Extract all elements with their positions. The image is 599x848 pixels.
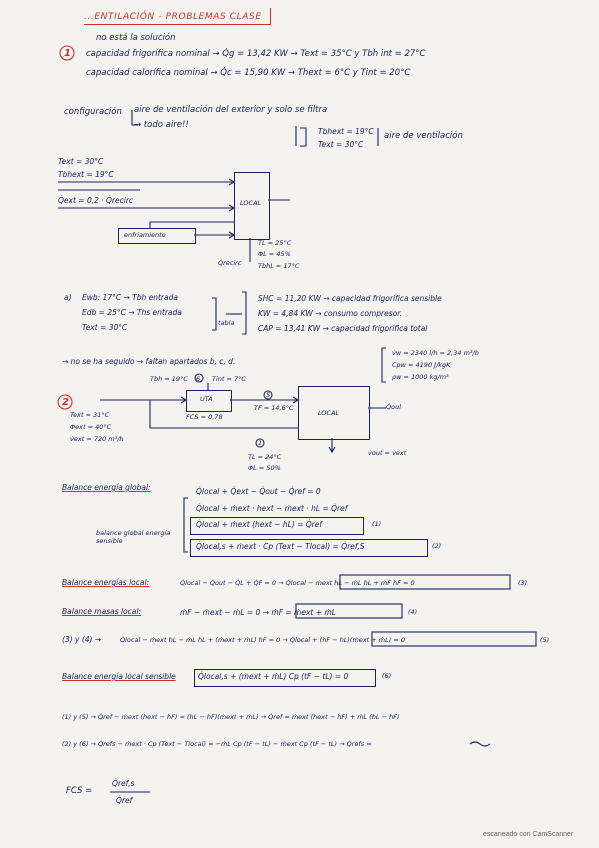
bal-global-eq3-num: (1) — [372, 520, 382, 528]
d1-qrecirc: Q̇recirc — [218, 259, 242, 267]
p2-uta: UTA — [200, 395, 213, 403]
enfriamiento-box — [118, 228, 196, 244]
bal-comb-eq-num: (5) — [540, 636, 550, 644]
note-text: → no se ha seguido → faltan apartados b,… — [62, 357, 236, 366]
pa-cap: CAP = 13,41 KW → capacidad frigorífica t… — [258, 324, 428, 333]
pa-text: Text = 30°C — [82, 323, 128, 332]
bal-sens-local-eq-num: (6) — [382, 672, 392, 680]
d1-enfriamiento: enfriamiento — [124, 231, 166, 239]
bal-sens-local-eq: Q̇local,s + (ṁext + ṁL) Cp (tF − tL) = 0 — [198, 672, 349, 681]
bal-global-eq2: Q̇local + ṁext · hext − ṁext · hL = Q̇re… — [196, 504, 348, 513]
pa-ewb: Ewb: 17°C → Tbh entrada — [82, 293, 178, 302]
page-title: ...ENTILACIÓN - PROBLEMAS CLASE — [84, 12, 262, 22]
pa-tabla: tabla — [218, 319, 235, 327]
bal-masas-eq-num: (4) — [408, 608, 418, 616]
p2-circle1: 1 — [258, 439, 263, 447]
pa-kw: KW = 4,84 KW → consumo compresor. — [258, 309, 403, 318]
eq3-box — [190, 517, 364, 535]
todo-aire: → todo aire!! — [134, 120, 189, 130]
p2-number: 2 — [62, 397, 69, 408]
bal-global-eq4-num: (2) — [432, 542, 442, 550]
d1-tbhl: TbhL = 17°C — [258, 262, 300, 270]
p2-tl: TL = 24°C — [248, 453, 282, 461]
pa-shc: SHC = 11,20 KW → capacidad frigorífica s… — [258, 294, 442, 303]
d1-tbh: Tbhext = 19°C — [58, 170, 114, 179]
fcs-num: Q̇ref,s — [112, 779, 135, 788]
eq4-box — [190, 539, 428, 557]
eq6-box — [194, 669, 376, 687]
d1-tl: TL = 25°C — [258, 239, 292, 247]
note-rho: ρw = 1000 kg/m³ — [392, 373, 449, 381]
title-box — [84, 8, 271, 25]
bal-local-eq: Q̇local − Q̇out − Q̇L + Q̇F = 0 → Q̇loca… — [180, 579, 415, 587]
ext-cond1: Tbhext = 19°C — [318, 127, 374, 136]
local-box — [234, 172, 270, 240]
bal-local-eq-num: (3) — [518, 579, 528, 587]
bal-comb-label: (3) y (4) → — [62, 635, 102, 644]
p2-circle6: 6 — [196, 375, 201, 383]
p2-phil: ΦL = 50% — [248, 464, 281, 472]
fcs-den: Q̇ref — [116, 796, 133, 805]
p1-line2: capacidad calorífica nominal → Q̇c = 15,… — [86, 68, 411, 78]
p1-line0: no está la solución — [96, 33, 176, 43]
bal-global-label: Balance energía global: — [62, 483, 151, 492]
p2-circle5: 5 — [266, 391, 271, 399]
fcs-label: FCS = — [66, 786, 93, 796]
p2-text: Text = 31°C — [70, 411, 110, 419]
d1-qext: Q̇ext = 0,2 · Q̇recirc — [58, 196, 134, 205]
pa-label: a) — [64, 293, 72, 302]
p2-tint: Tint = 7°C — [212, 375, 246, 383]
p2-vext: v̇ext = 720 m³/h — [70, 435, 124, 443]
ext-cond2: Text = 30°C — [318, 140, 364, 149]
local2-box — [298, 386, 370, 440]
p2-fcs: FCS = 0,78 — [186, 413, 223, 421]
bal-comb-eq: Q̇local − ṁext hL − ṁL hL + (ṁext + ṁL) … — [120, 636, 405, 644]
bal-local-label: Balance energías local: — [62, 578, 150, 587]
p2-local: LOCAL — [318, 409, 340, 417]
d1-phi: ΦL = 45% — [258, 250, 291, 258]
bal-masas-eq: ṁF − ṁext − ṁL = 0 → ṁF = ṁext + ṁL — [180, 608, 336, 617]
bal-global-eq4: Q̇local,s + ṁext · Cp (Text − Tlocal) = … — [196, 542, 365, 551]
d1-local: LOCAL — [240, 199, 262, 207]
p1-line1: capacidad frigorífica nominal → Q̇g = 13… — [86, 49, 426, 59]
pa-edb: Edb = 25°C → Ths entrada — [82, 308, 182, 317]
eq-2-6: (2) y (6) → Q̇refs − ṁext · Cp (Text − T… — [62, 740, 372, 748]
scanner-footer: escaneado con CamScanner — [483, 831, 574, 838]
bal-masas-label: Balance masas local: — [62, 607, 141, 616]
p2-qoul: Q̇oul — [386, 403, 402, 411]
note-cpw: Cpw = 4190 J/kgK — [392, 361, 451, 369]
p1-number: 1 — [64, 48, 71, 59]
bal-global-eq3: Q̇local + ṁext (hext − hL) = Q̇ref — [196, 520, 322, 529]
bal-global-eq1: Q̇local + Q̇ext − Q̇out − Q̇ref = 0 — [196, 487, 321, 496]
ext-cond-note: aire de ventilación — [384, 131, 463, 141]
p2-phi: Φext = 40°C — [70, 423, 112, 431]
d1-text: Text = 30°C — [58, 157, 104, 166]
p2-vout: v̇out = v̇ext — [368, 449, 407, 457]
bal-sens-label: balance global energía sensible — [96, 529, 171, 545]
p2-tf: TF = 14,6°C — [254, 404, 294, 412]
config-label: configuración — [64, 107, 122, 117]
note-vw: v̇w = 2340 l/h = 2,34 m³/h — [392, 349, 479, 357]
bal-sens-local-label: Balance energía local sensible — [62, 672, 176, 681]
uta-box — [186, 390, 232, 412]
eq-1-5: (1) y (5) → Q̇ref − ṁext (hext − hF) = (… — [62, 713, 400, 721]
p2-tbh: Tbh = 19°C — [150, 375, 188, 383]
config-text: aire de ventilación del exterior y solo … — [134, 105, 328, 115]
